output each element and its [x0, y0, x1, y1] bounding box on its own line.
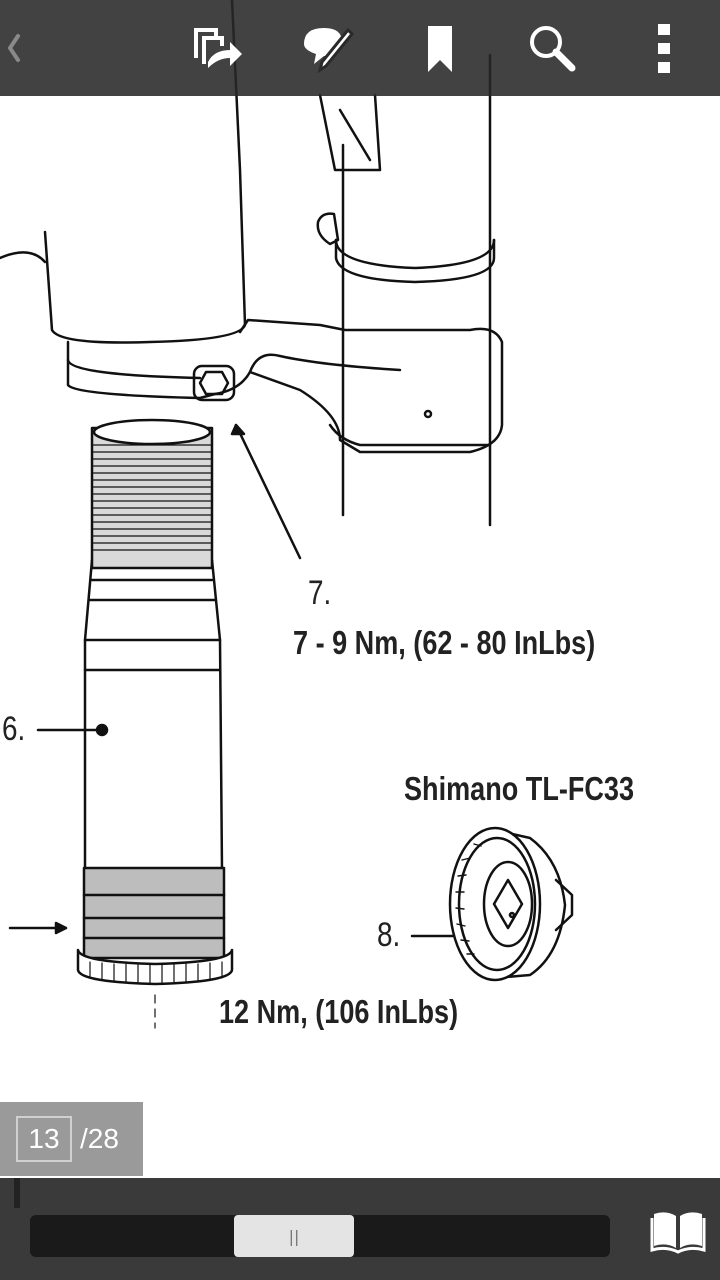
annotate-icon[interactable] — [296, 16, 360, 80]
book-open-icon[interactable] — [648, 1206, 708, 1256]
steerer-tube — [83, 558, 94, 872]
torque-spec-7: 7 - 9 Nm, (62 - 80 InLbs) — [293, 624, 596, 661]
current-page-number[interactable]: 13 — [16, 1116, 72, 1162]
search-icon[interactable] — [518, 16, 582, 80]
page-scrubber-thumb[interactable]: || — [234, 1215, 354, 1257]
shimano-tool-illustration — [448, 826, 574, 982]
share-pages-icon[interactable] — [184, 16, 248, 80]
page-scrubber-track[interactable]: || — [30, 1215, 610, 1257]
back-chevron-icon[interactable] — [0, 16, 40, 80]
lockring — [76, 948, 234, 986]
callout-6-label: 6. — [2, 710, 26, 748]
top-toolbar — [0, 0, 720, 96]
more-vert-icon[interactable] — [632, 16, 696, 80]
callout-7-label: 7. — [308, 574, 332, 612]
bookmark-icon[interactable] — [408, 16, 472, 80]
tool-name-label: Shimano TL-FC33 — [404, 770, 635, 807]
callout-8-label: 8. — [377, 916, 401, 954]
crown-bolt — [192, 364, 236, 402]
page-indicator[interactable]: 13 /28 — [0, 1102, 143, 1176]
scroll-position-marker — [14, 1178, 20, 1208]
bottom-bar: || — [0, 1178, 720, 1280]
total-pages: /28 — [80, 1123, 119, 1154]
clamp-ring — [334, 238, 496, 270]
fork-crown — [66, 318, 504, 454]
torque-spec-8: 12 Nm, (106 InLbs) — [219, 993, 459, 1030]
